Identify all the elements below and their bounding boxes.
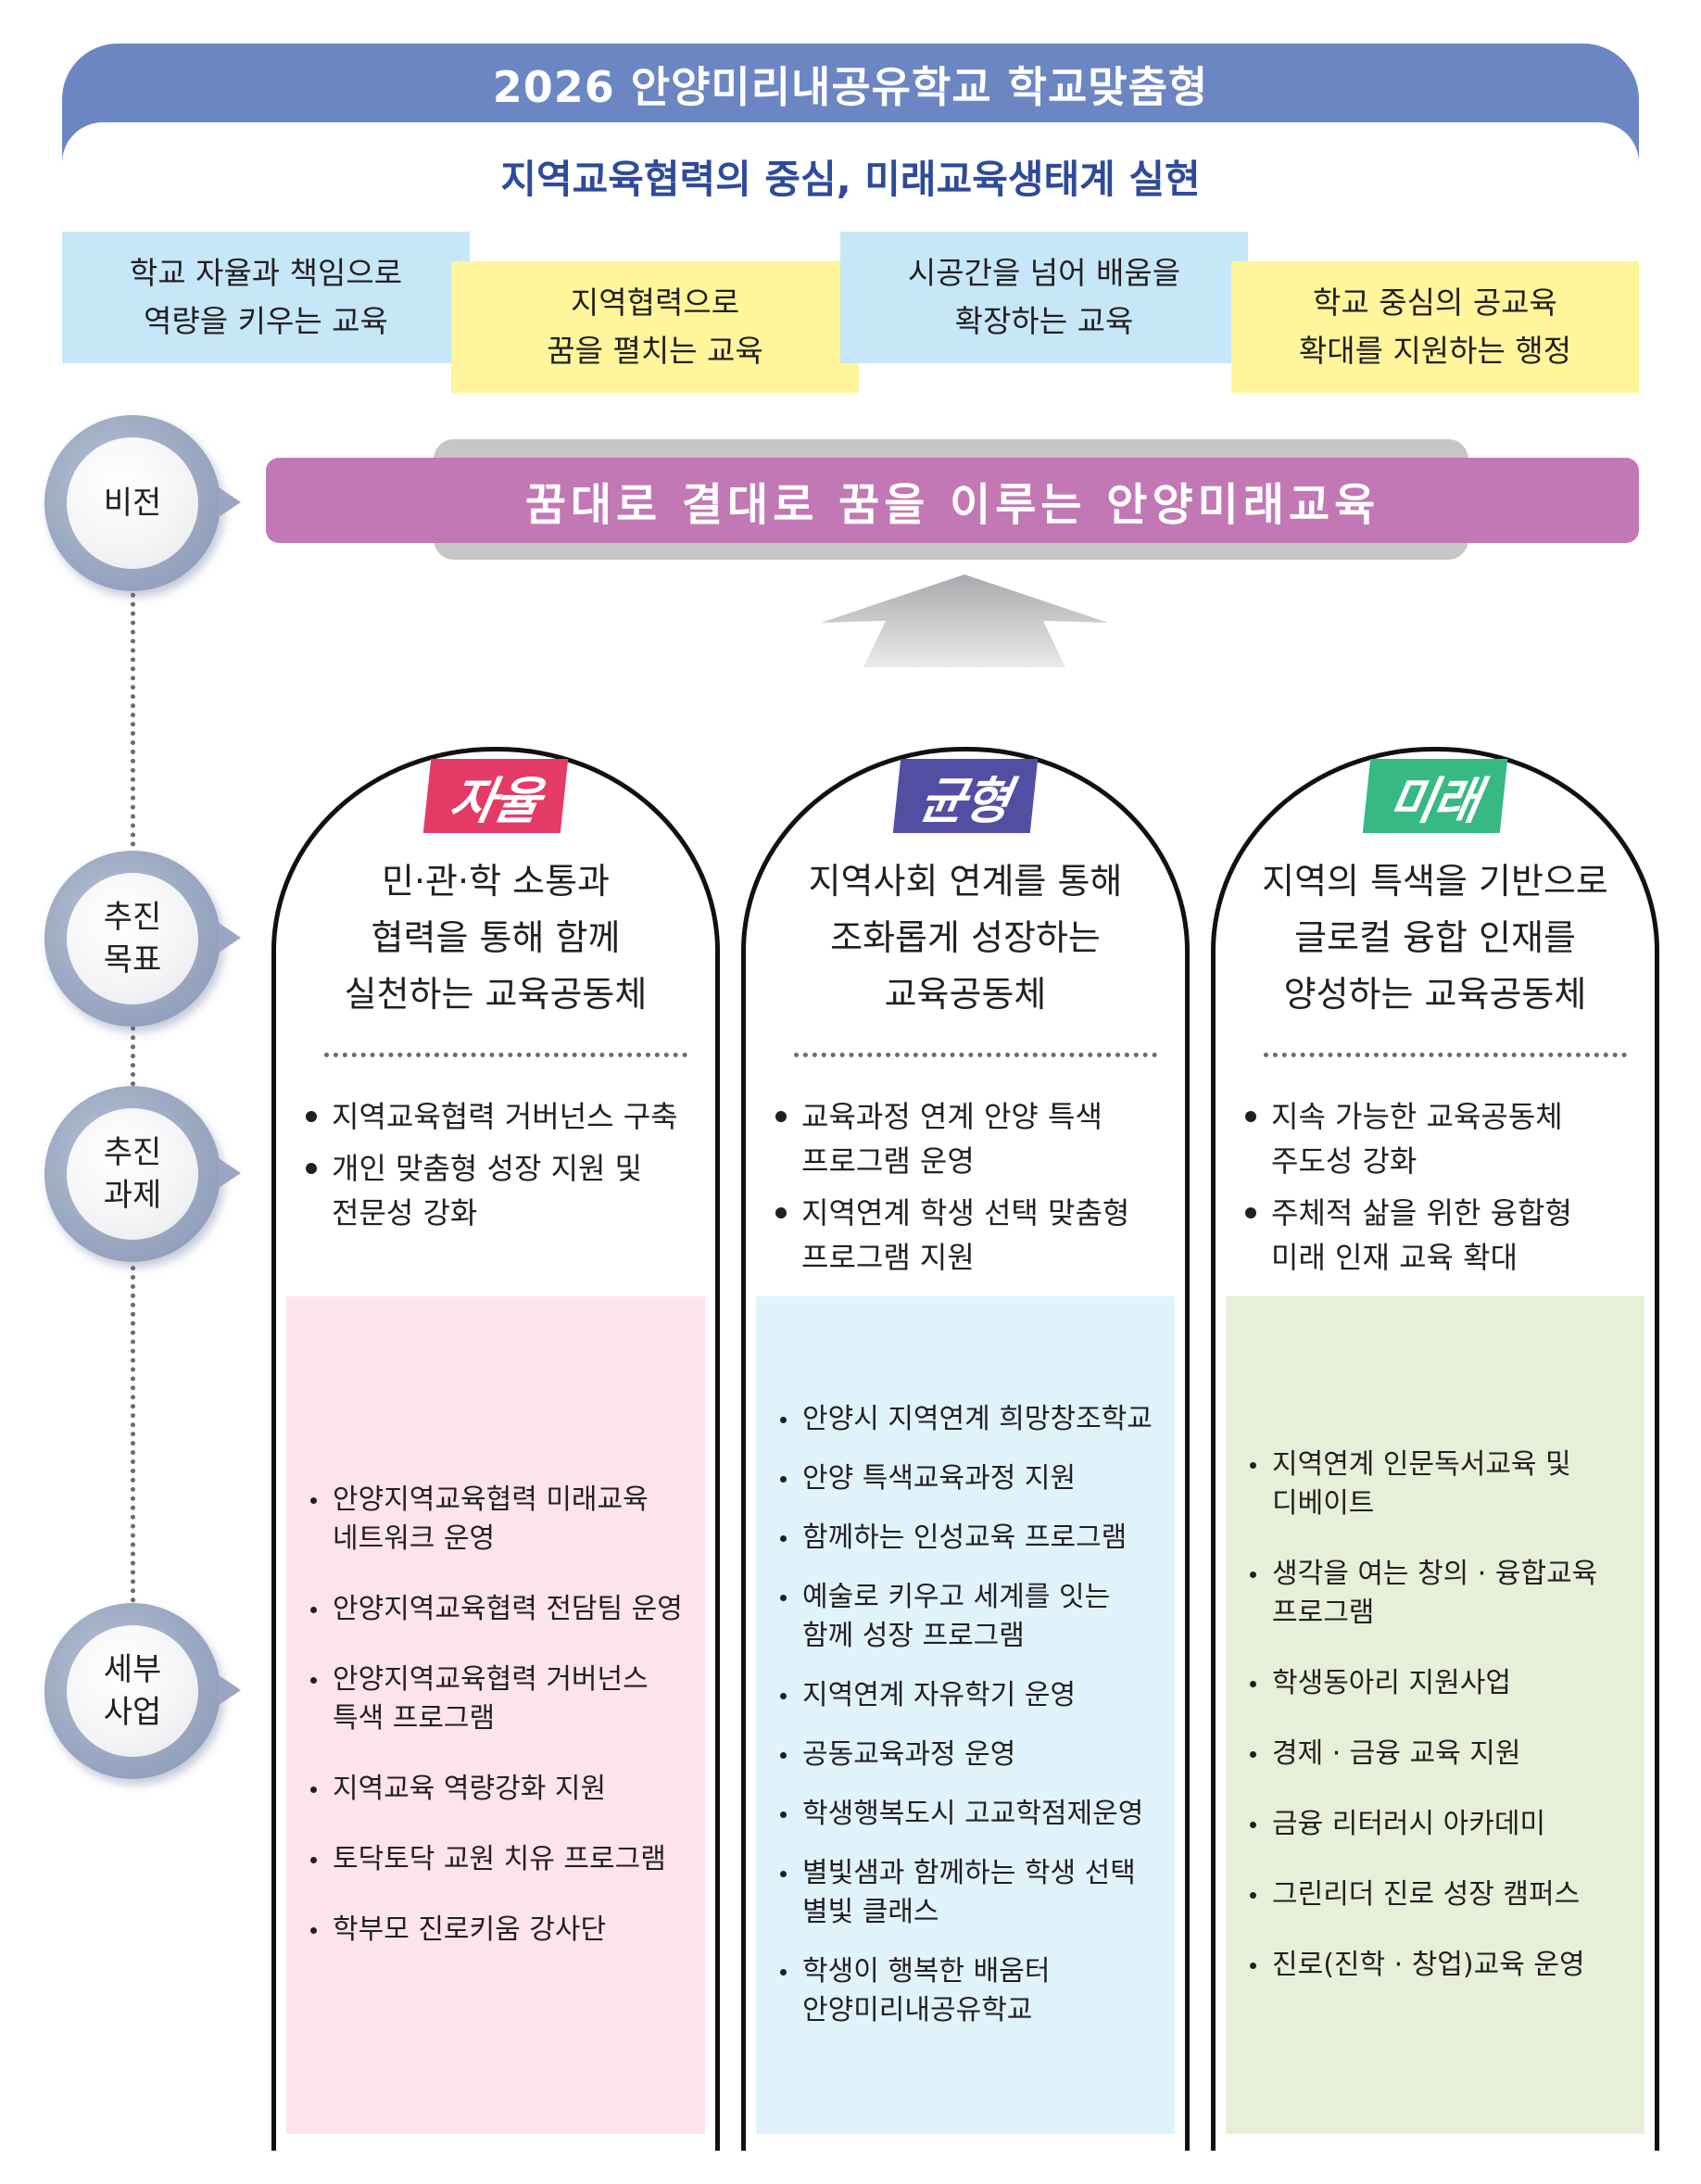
badge-label: 미래 [1384,771,1484,830]
detail-item: 예술로 키우고 세계를 잇는 함께 성장 프로그램 [778,1578,1166,1656]
pillar-autonomy: 자율 민·관·학 소통과 협력을 통해 함께 실천하는 교육공동체 지역교육협력… [271,747,720,2151]
stage-circle-tasks: 추진 과제 [44,1086,241,1262]
badge-autonomy: 자율 [422,759,569,833]
task-item: 개인 맞춤형 성장 지원 및 전문성 강화 [304,1146,702,1235]
value-box-cooperation: 지역협력으로 꿈을 펼치는 교육 [451,261,859,393]
stage-label-goals: 추진 목표 [67,873,198,1004]
goal-text: 지역사회 연계를 통해 조화롭게 성장하는 교육공동체 [808,861,1123,1015]
detail-item: 안양지역교육협력 전담팀 운영 [309,1590,696,1629]
badge-label: 자율 [445,771,545,830]
task-item: 주체적 삶을 위한 융합형 미래 인재 교육 확대 [1243,1191,1642,1280]
value-box-administration: 학교 중심의 공교육 확대를 지원하는 행정 [1231,261,1639,393]
detail-item: 지역연계 자유학기 운영 [778,1676,1166,1715]
detail-item: 그린리더 진로 성장 캠퍼스 [1248,1875,1635,1914]
detail-item: 안양 특색교육과정 지원 [778,1459,1166,1498]
detail-item: 별빛샘과 함께하는 학생 선택 별빛 클래스 [778,1854,1166,1932]
stage-label-vision: 비전 [67,437,198,569]
task-item: 교육과정 연계 안양 특색 프로그램 운영 [774,1094,1172,1183]
dotted-divider [1264,1053,1627,1057]
value-box-autonomy: 학교 자율과 책임으로 역량을 키우는 교육 [62,232,470,363]
stage-circle-vision: 비전 [44,415,241,591]
detail-item: 학생동아리 지원사업 [1248,1664,1635,1703]
detail-item: 진로(진학 · 창업)교육 운영 [1248,1946,1635,1985]
detail-item: 토닥토닥 교원 치유 프로그램 [309,1840,696,1879]
goal-text: 지역의 특색을 기반으로 글로컬 융합 인재를 양성하는 교육공동체 [1262,861,1608,1015]
detail-item: 안양시 지역연계 희망창조학교 [778,1400,1166,1439]
stage-label-details: 세부 사업 [67,1625,198,1757]
badge-future: 미래 [1362,759,1508,833]
up-arrow-icon [821,574,1108,667]
pillar-balance: 균형 지역사회 연계를 통해 조화롭게 성장하는 교육공동체 교육과정 연계 안… [741,747,1190,2151]
dotted-divider [324,1053,687,1057]
stage-circle-details: 세부 사업 [44,1603,241,1779]
detail-item: 학부모 진로키움 강사단 [309,1911,696,1950]
detail-item: 지역연계 인문독서교육 및 디베이트 [1248,1445,1635,1523]
stage-label-tasks: 추진 과제 [67,1108,198,1240]
detail-panel-balance: 안양시 지역연계 희망창조학교 안양 특색교육과정 지원 함께하는 인성교육 프… [756,1296,1175,2134]
detail-list: 지역연계 인문독서교육 및 디베이트 생각을 여는 창의 · 융합교육 프로그램… [1226,1445,1644,1985]
dotted-divider [794,1053,1157,1057]
task-item: 지속 가능한 교육공동체 주도성 강화 [1243,1094,1642,1183]
value-box-space-time: 시공간을 넘어 배움을 확장하는 교육 [840,232,1248,363]
detail-item: 함께하는 인성교육 프로그램 [778,1519,1166,1558]
vision-banner: 꿈대로 결대로 꿈을 이루는 안양미래교육 [266,458,1639,543]
detail-item: 안양지역교육협력 미래교육 네트워크 운영 [309,1481,696,1559]
task-item: 지역연계 학생 선택 맞춤형 프로그램 지원 [774,1191,1172,1280]
task-item: 지역교육협력 거버넌스 구축 [304,1094,702,1139]
detail-item: 생각을 여는 창의 · 융합교육 프로그램 [1248,1555,1635,1633]
stage-circle-goals: 추진 목표 [44,851,241,1027]
page-title: 2026 안양미리내공유학교 학교맞춤형 [492,62,1209,112]
detail-item: 학생이 행복한 배움터 안양미리내공유학교 [778,1952,1166,2030]
detail-item: 공동교육과정 운영 [778,1736,1166,1774]
detail-item: 안양지역교육협력 거버넌스 특색 프로그램 [309,1660,696,1738]
task-list: 지속 가능한 교육공동체 주도성 강화 주체적 삶을 위한 융합형 미래 인재 … [1243,1094,1642,1287]
detail-panel-future: 지역연계 인문독서교육 및 디베이트 생각을 여는 창의 · 융합교육 프로그램… [1226,1296,1644,2134]
detail-item: 학생행복도시 고교학점제운영 [778,1795,1166,1834]
goal-text: 민·관·학 소통과 협력을 통해 함께 실천하는 교육공동체 [344,861,648,1015]
badge-balance: 균형 [892,759,1039,833]
detail-item: 경제 · 금융 교육 지원 [1248,1735,1635,1774]
detail-list: 안양지역교육협력 미래교육 네트워크 운영 안양지역교육협력 전담팀 운영 안양… [286,1481,705,1950]
page-subtitle: 지역교육협력의 중심, 미래교육생태계 실현 [500,157,1201,202]
detail-item: 금융 리터러시 아카데미 [1248,1805,1635,1844]
task-list: 교육과정 연계 안양 특색 프로그램 운영 지역연계 학생 선택 맞춤형 프로그… [774,1094,1172,1287]
task-list: 지역교육협력 거버넌스 구축 개인 맞춤형 성장 지원 및 전문성 강화 [304,1094,702,1243]
detail-panel-autonomy: 안양지역교육협력 미래교육 네트워크 운영 안양지역교육협력 전담팀 운영 안양… [286,1296,705,2134]
detail-list: 안양시 지역연계 희망창조학교 안양 특색교육과정 지원 함께하는 인성교육 프… [756,1400,1175,2030]
detail-item: 지역교육 역량강화 지원 [309,1770,696,1809]
badge-label: 균형 [914,771,1014,830]
pillar-future: 미래 지역의 특색을 기반으로 글로컬 융합 인재를 양성하는 교육공동체 지속… [1211,747,1659,2151]
header-inner-panel [62,122,1639,206]
